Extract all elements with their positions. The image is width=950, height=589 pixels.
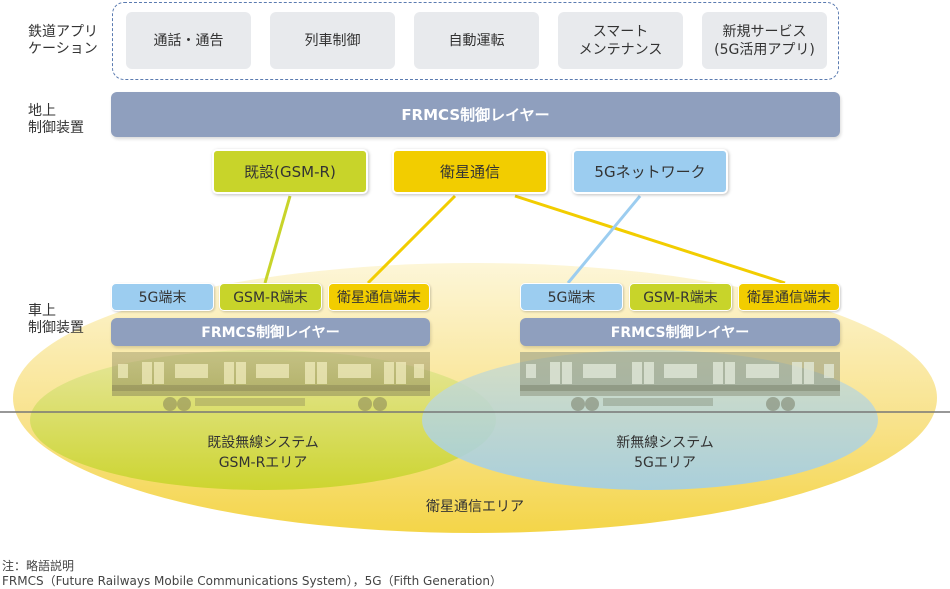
train1-terminal-gsmr: GSM-R端末 (219, 283, 322, 311)
train1-terminal-satellite: 衛星通信端末 (328, 283, 430, 311)
row-label-onboard-control: 車上 制御装置 (28, 303, 84, 336)
applications-group (112, 2, 839, 80)
train1-terminal-5g: 5G端末 (111, 283, 214, 311)
link-sat-to-train2 (514, 194, 786, 285)
app-box-call: 通話・通告 (126, 12, 251, 69)
note-title: 注：略語説明 (2, 559, 75, 573)
train-1-image (112, 352, 430, 411)
network-satellite: 衛星通信 (392, 149, 548, 194)
train2-terminal-satellite: 衛星通信端末 (738, 283, 840, 311)
link-gsmr-to-train1 (263, 195, 292, 284)
train2-frmcs-control-layer: FRMCS制御レイヤー (520, 318, 840, 346)
app-box-train-control: 列車制御 (270, 12, 395, 69)
train2-terminal-5g: 5G端末 (520, 283, 623, 311)
network-gsmr: 既設(GSM-R) (212, 149, 368, 194)
train2-terminal-gsmr: GSM-R端末 (629, 283, 732, 311)
app-box-new-services: 新規サービス (5G活用アプリ) (702, 12, 827, 69)
fiveg-area-label: 新無線システム 5Gエリア (616, 435, 714, 471)
train-2-image (520, 352, 840, 411)
row-label-ground-control: 地上 制御装置 (28, 103, 84, 136)
train1-frmcs-control-layer: FRMCS制御レイヤー (111, 318, 430, 346)
network-5g: 5Gネットワーク (572, 149, 728, 194)
link-sat-to-train1 (366, 194, 457, 285)
row-label-applications: 鉄道アプリ ケーション (28, 24, 98, 57)
satellite-area-label: 衛星通信エリア (426, 499, 524, 515)
app-box-smart-maintenance: スマート メンテナンス (558, 12, 683, 69)
note-abbreviations: FRMCS（Future Railways Mobile Communicati… (2, 574, 503, 588)
app-box-auto-driving: 自動運転 (414, 12, 539, 69)
ground-frmcs-control-layer: FRMCS制御レイヤー (111, 92, 840, 137)
gsmr-area-label: 既設無線システム GSM-Rエリア (207, 435, 319, 471)
link-5g-to-train2 (566, 195, 642, 284)
